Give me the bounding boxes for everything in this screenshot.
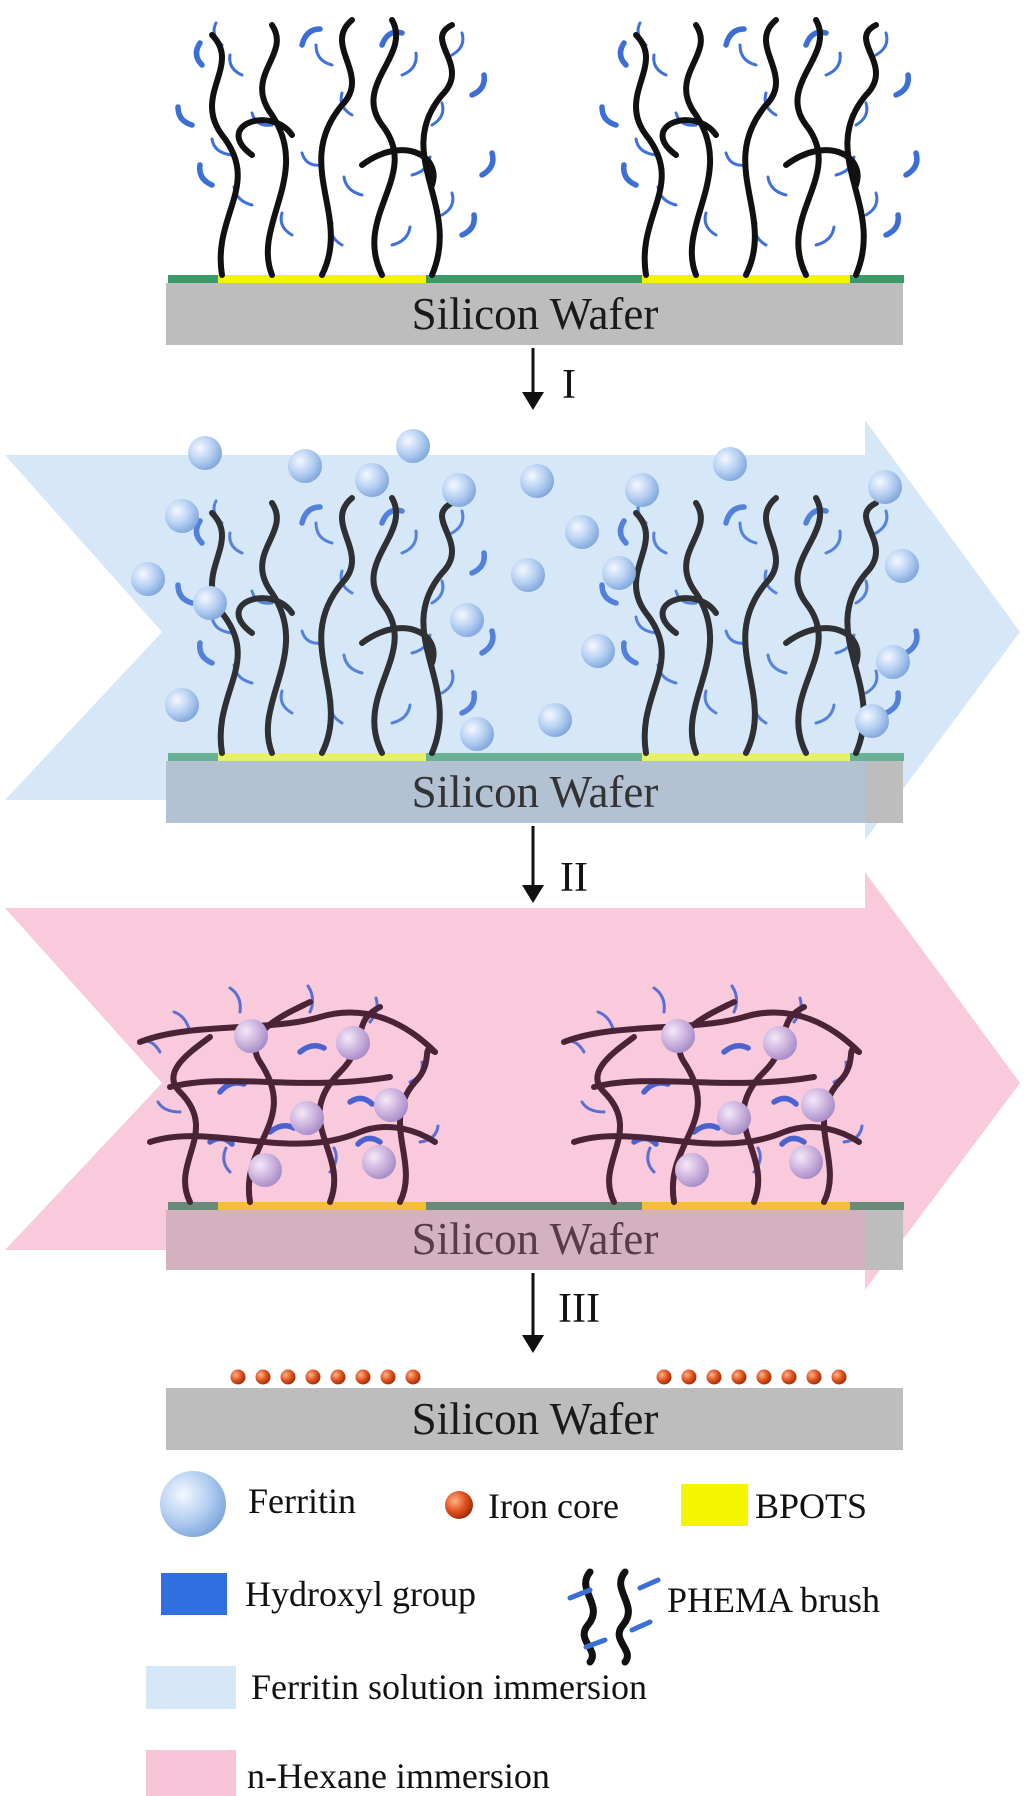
wafer-label: Silicon Wafer [412, 1394, 659, 1444]
phema-brush-cluster [602, 20, 917, 275]
ferritin-particle [876, 645, 910, 679]
iron-core-row [230, 1369, 847, 1385]
ferritin-particle [165, 499, 199, 533]
wafer-label: Silicon Wafer [412, 1214, 659, 1264]
collapsed-brush-right [564, 986, 862, 1202]
legend-iron-core: Iron core [488, 1486, 619, 1526]
ferritin-particle [248, 1153, 282, 1187]
step-arrow-2: II [522, 826, 588, 903]
substrate-film [168, 275, 904, 283]
ferritin-legend-icon [160, 1471, 226, 1537]
ferritin-particle [288, 449, 322, 483]
ferritin-particle [450, 603, 484, 637]
iron-core-dot [230, 1369, 246, 1385]
ferritin-particle [442, 473, 476, 507]
legend: Ferritin Iron core BPOTS Hydroxyl group … [146, 1471, 880, 1796]
ferritin-particle [581, 634, 615, 668]
ferritin-particles [131, 429, 919, 751]
wafer-label: Silicon Wafer [412, 767, 659, 817]
ferritin-particle [520, 464, 554, 498]
legend-ferritin: Ferritin [248, 1481, 356, 1521]
ferritin-particle [460, 717, 494, 751]
ferritin-particle [801, 1088, 835, 1122]
collapsed-brush-left [140, 986, 438, 1202]
ferritin-particle [290, 1101, 324, 1135]
iron-core-dot [706, 1369, 722, 1385]
legend-hexane: n-Hexane immersion [247, 1756, 550, 1796]
ferritin-particle [763, 1026, 797, 1060]
step-label: II [560, 855, 588, 901]
iron-core-dot [355, 1369, 371, 1385]
silicon-wafer [166, 1388, 903, 1450]
iron-core-dot [280, 1369, 296, 1385]
iron-core-dot [781, 1369, 797, 1385]
ferritin-particle [193, 586, 227, 620]
iron-core-dot [681, 1369, 697, 1385]
hydroxyl-legend-icon [161, 1573, 227, 1615]
ferritin-particle [374, 1088, 408, 1122]
wafer-label: Silicon Wafer [412, 289, 659, 339]
bpots-pattern [218, 1202, 426, 1210]
ferritin-particle [868, 470, 902, 504]
step-label: I [562, 362, 576, 408]
step-arrow-1: I [522, 348, 576, 410]
ferritin-particle [625, 473, 659, 507]
ferritin-particle [717, 1101, 751, 1135]
legend-hydroxyl: Hydroxyl group [245, 1574, 476, 1614]
ferritin-solution-legend-icon [146, 1666, 236, 1709]
bpots-pattern [642, 1202, 850, 1210]
panel-4-iron-cores: Silicon Wafer [166, 1369, 903, 1450]
iron-core-dot [405, 1369, 421, 1385]
iron-core-dot [756, 1369, 772, 1385]
ferritin-particle [336, 1026, 370, 1060]
legend-phema: PHEMA brush [667, 1580, 880, 1620]
ferritin-particle [565, 515, 599, 549]
step-arrow-3: III [522, 1273, 600, 1353]
substrate-film [168, 753, 904, 761]
legend-bpots: BPOTS [755, 1486, 867, 1526]
iron-core-legend-icon [445, 1491, 473, 1519]
ferritin-particle [234, 1019, 268, 1053]
ferritin-particle [511, 558, 545, 592]
iron-core-dot [305, 1369, 321, 1385]
substrate-film [168, 1202, 904, 1210]
silicon-wafer [166, 283, 903, 345]
ferritin-particle [131, 562, 165, 596]
iron-core-dot [255, 1369, 271, 1385]
legend-ferritin-solution: Ferritin solution immersion [251, 1667, 647, 1707]
bpots-pattern [218, 275, 426, 283]
ferritin-particle [362, 1145, 396, 1179]
ferritin-particle [855, 704, 889, 738]
ferritin-particle [789, 1145, 823, 1179]
ferritin-particle [165, 688, 199, 722]
iron-core-dot [656, 1369, 672, 1385]
phema-brush-cluster [178, 20, 493, 275]
ferritin-particle [602, 556, 636, 590]
ferritin-particle [188, 436, 222, 470]
step-label: III [558, 1286, 600, 1332]
iron-core-dot [330, 1369, 346, 1385]
bpots-legend-icon [681, 1484, 748, 1526]
ferritin-particle [675, 1153, 709, 1187]
iron-core-dot [831, 1369, 847, 1385]
ferritin-particle [396, 429, 430, 463]
iron-core-dot [806, 1369, 822, 1385]
iron-core-dot [731, 1369, 747, 1385]
ferritin-particle [713, 447, 747, 481]
panel-1-brushes-on-wafer: Silicon Wafer [166, 20, 917, 345]
ferritin-particle [355, 463, 389, 497]
panel-3-hexane-immersion: Silicon Wafer [5, 872, 1020, 1290]
ferritin-particle [661, 1019, 695, 1053]
phema-brush-legend-icon [567, 1568, 661, 1666]
bpots-pattern [642, 753, 850, 761]
iron-core-dot [380, 1369, 396, 1385]
bpots-pattern [642, 275, 850, 283]
bpots-pattern [218, 753, 426, 761]
ferritin-particle [885, 549, 919, 583]
hexane-legend-icon [146, 1750, 236, 1796]
panel-2-ferritin-immersion: Silicon Wafer [5, 420, 1020, 840]
ferritin-particle [538, 703, 572, 737]
